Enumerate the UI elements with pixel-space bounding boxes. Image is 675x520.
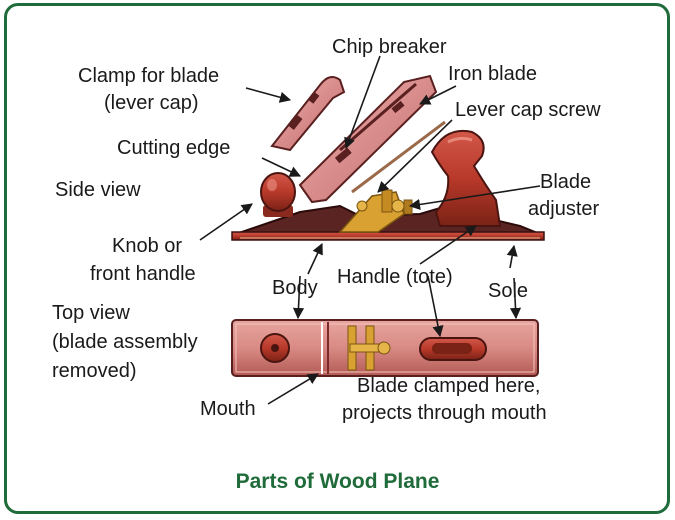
pointer-handle-top <box>427 275 444 338</box>
diagram-caption: Parts of Wood Plane <box>235 470 440 493</box>
label-side-view: Side view <box>55 179 141 201</box>
pointer-cutting-edge <box>261 157 302 177</box>
pointer-mouth <box>267 373 319 405</box>
pointer-sole-top <box>509 277 522 320</box>
label-mouth: Mouth <box>200 398 256 420</box>
label-cutting-edge: Cutting edge <box>117 137 231 159</box>
pointer-knob <box>199 203 253 241</box>
label-knob-line1: Knob or <box>112 235 183 257</box>
pointer-lever-cap <box>245 87 292 103</box>
pointer-lines <box>199 55 541 405</box>
label-body: Body <box>272 277 318 299</box>
label-iron-blade: Iron blade <box>448 63 537 85</box>
plane-body-top <box>231 319 539 377</box>
front-knob-side <box>260 172 296 217</box>
label-clamp-line2: (lever cap) <box>104 92 199 114</box>
lever-cap-part <box>270 75 346 152</box>
iron-blade-part <box>298 74 438 204</box>
label-handle-tote: Handle (tote) <box>337 266 453 288</box>
label-blade-adjuster-line2: adjuster <box>528 198 600 220</box>
label-clamped-line1: Blade clamped here, <box>357 375 541 397</box>
label-chip-breaker: Chip breaker <box>332 36 447 58</box>
label-top-view-line2: (blade assembly <box>52 331 198 353</box>
plane-sole-side <box>231 231 545 241</box>
pointer-blade-adjuster <box>408 185 541 211</box>
label-top-view-line1: Top view <box>52 302 130 324</box>
pointer-lever-cap-screw <box>377 119 453 193</box>
label-lever-cap-screw: Lever cap screw <box>455 99 601 121</box>
frog-top <box>347 325 391 371</box>
label-blade-adjuster-line1: Blade <box>540 171 592 193</box>
pointer-handle-side <box>419 225 477 265</box>
handle-tote-side <box>430 130 502 227</box>
label-clamped-line2: projects through mouth <box>342 402 547 424</box>
pointer-chip-breaker <box>344 55 381 150</box>
frog-adjuster-side <box>338 189 413 233</box>
label-clamp-line1: Clamp for blade <box>78 65 220 87</box>
label-sole: Sole <box>488 280 529 302</box>
lever-cap-screw-part <box>351 120 446 194</box>
label-knob-line2: front handle <box>90 263 196 285</box>
pointer-iron-blade <box>418 85 457 105</box>
pointer-sole-side <box>506 244 518 269</box>
pointer-body-top <box>292 275 305 320</box>
label-top-view-line3: removed) <box>52 360 137 382</box>
pointer-body-side <box>307 242 323 275</box>
